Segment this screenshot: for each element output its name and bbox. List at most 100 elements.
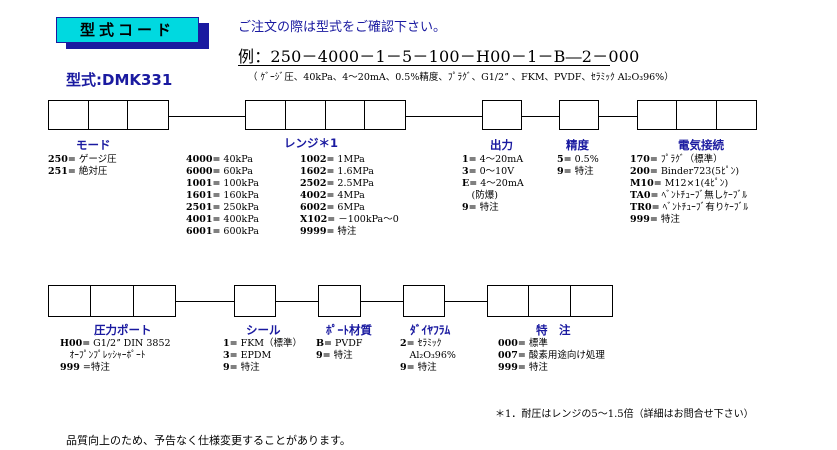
option-row: 2501= 250kPa <box>186 202 259 214</box>
option-description: M12×1(4ﾋﾟﾝ) <box>661 178 729 189</box>
option-description: EPDM <box>237 350 272 361</box>
port-material-code-box <box>318 285 361 317</box>
disclaimer: 品質向上のため、予告なく仕様変更することがあります。 <box>66 434 351 447</box>
option-row: (防爆) <box>462 190 524 202</box>
option-row: 1= 4～20mA <box>462 154 524 166</box>
output-header: 出力 <box>490 138 513 152</box>
option-code: 1002= <box>300 154 335 165</box>
option-row: 9= 特注 <box>557 166 599 178</box>
option-row: 9= 特注 <box>462 202 524 214</box>
option-row: 9= 特注 <box>223 362 302 374</box>
pressure-port-code-box <box>48 285 176 317</box>
option-code: 1= <box>462 154 477 165</box>
option-row: 4000= 40kPa <box>186 154 259 166</box>
example-code: 例：250－4000－1－5－100－H00－1－B―2－000 <box>238 47 640 66</box>
electrical-code-box <box>637 100 757 130</box>
option-description: ﾍﾞﾝﾄﾁｭｰﾌﾞ有りｹｰﾌﾞﾙ <box>659 202 749 213</box>
option-row: 999= 特注 <box>498 362 605 374</box>
option-code: 4001= <box>186 214 221 225</box>
option-code: 000= <box>498 338 526 349</box>
option-code: 3= <box>223 350 238 361</box>
mode-code-box <box>48 100 169 130</box>
option-code: 1= <box>223 338 238 349</box>
seal-code-box <box>234 285 276 317</box>
option-code: 999= <box>498 362 526 373</box>
option-row: 6002= 6MPa <box>300 202 399 214</box>
example-underline <box>238 65 610 66</box>
option-description: 40kPa <box>220 154 253 165</box>
option-row: E= 4～20mA <box>462 178 524 190</box>
option-row: 1= FKM（標準） <box>223 338 302 350</box>
pressure-port-header: 圧力ポート <box>94 323 152 337</box>
option-row: ｵｰﾌﾟﾝﾌﾟﾚｯｼｬｰﾎﾟｰﾄ <box>60 350 171 362</box>
option-code: 1001= <box>186 178 221 189</box>
option-code: 250= <box>48 154 76 165</box>
range-code-box <box>245 100 406 130</box>
option-description: Binder723(5ﾋﾟﾝ) <box>657 166 740 177</box>
option-description: 250kPa <box>220 202 259 213</box>
option-code: 2= <box>400 338 415 349</box>
option-code: 1602= <box>300 166 335 177</box>
accuracy-options: 5= 0.5%9= 特注 <box>557 154 599 178</box>
option-code: 007= <box>498 350 526 361</box>
option-row: 4001= 400kPa <box>186 214 259 226</box>
range-header: レンジ＊1 <box>284 136 339 150</box>
option-description: =特注 <box>79 362 110 373</box>
option-code: 9= <box>223 362 238 373</box>
option-description: 1MPa <box>334 154 365 165</box>
option-description: 特注 <box>237 362 260 373</box>
option-description: 特注 <box>414 362 437 373</box>
option-row: 1002= 1MPa <box>300 154 399 166</box>
option-row: TA0= ﾍﾞﾝﾄﾁｭｰﾌﾞ無しｹｰﾌﾞﾙ <box>630 190 748 202</box>
option-row: 9= 特注 <box>316 350 362 362</box>
connector-line <box>276 301 318 302</box>
option-code: TA0= <box>630 190 659 201</box>
option-row: 5= 0.5% <box>557 154 599 166</box>
option-row: 1602= 1.6MPa <box>300 166 399 178</box>
option-code: 999= <box>630 214 658 225</box>
option-description: ﾍﾞﾝﾄﾁｭｰﾌﾞ無しｹｰﾌﾞﾙ <box>658 190 748 201</box>
option-row: 999= 特注 <box>630 214 748 226</box>
option-description: 絶対圧 <box>75 166 108 177</box>
diaphragm-header: ﾀﾞｲﾔﾌﾗﾑ <box>410 323 451 337</box>
option-code: 4002= <box>300 190 335 201</box>
connector-line <box>522 116 559 117</box>
option-code: 2502= <box>300 178 335 189</box>
option-description: PVDF <box>332 338 363 349</box>
option-description: ﾌﾟﾗｸﾞ（標準） <box>657 154 723 165</box>
diaphragm-code-box <box>403 285 445 317</box>
option-row: 9= 特注 <box>400 362 456 374</box>
option-row: 9999= 特注 <box>300 226 399 238</box>
option-row: TR0= ﾍﾞﾝﾄﾁｭｰﾌﾞ有りｹｰﾌﾞﾙ <box>630 202 748 214</box>
option-code: 251= <box>48 166 76 177</box>
order-note: ご注文の際は型式をご確認下さい。 <box>238 20 447 35</box>
seal-header: シール <box>246 323 281 337</box>
option-code: X102= <box>300 214 336 225</box>
option-row: 251= 絶対圧 <box>48 166 117 178</box>
option-description: 6MPa <box>334 202 365 213</box>
option-description: 160kPa <box>220 190 259 201</box>
option-description: G1/2ˮ DIN 3852 <box>90 338 171 349</box>
option-code: 4000= <box>186 154 221 165</box>
connector-line <box>406 116 482 117</box>
option-row: 6000= 60kPa <box>186 166 259 178</box>
option-row: 200= Binder723(5ﾋﾟﾝ) <box>630 166 748 178</box>
option-description: 特注 <box>571 166 594 177</box>
connector-line <box>445 301 487 302</box>
option-description: 0～10V <box>476 166 515 177</box>
example-description: （ ｹﾞｰｼﾞ圧、40kPa、4～20mA、0.5%精度、ﾌﾟﾗｸﾞ、G1/2ˮ… <box>248 72 674 83</box>
option-row: 999 =特注 <box>60 362 171 374</box>
option-row: B= PVDF <box>316 338 362 350</box>
option-description: 特注 <box>334 226 357 237</box>
option-description: (防爆) <box>462 190 498 201</box>
option-row: X102= －100kPa～0 <box>300 214 399 226</box>
option-code: 999 <box>60 362 80 373</box>
option-description: 標準 <box>525 338 548 349</box>
option-row: 170= ﾌﾟﾗｸﾞ（標準） <box>630 154 748 166</box>
